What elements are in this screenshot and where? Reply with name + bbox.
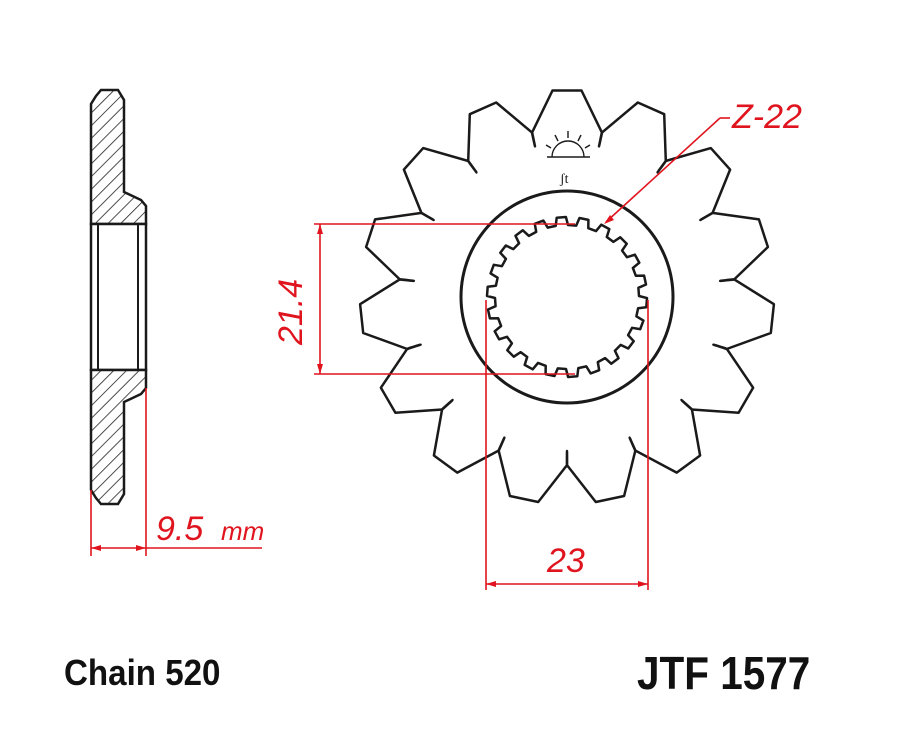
part-number-label: JTF 1577 — [637, 647, 811, 699]
jt-logo-icon: ʃt — [545, 131, 591, 187]
hub-height-label: 21.4 — [272, 279, 310, 346]
section-bore — [89, 222, 148, 372]
dimension-lines — [90, 117, 730, 590]
hub-circle — [459, 189, 675, 405]
thickness-unit-label: mm — [221, 516, 264, 546]
side-section-view — [89, 88, 148, 506]
svg-text:ʃt: ʃt — [559, 172, 569, 187]
section-upper — [89, 88, 148, 226]
chain-size-label: Chain 520 — [64, 652, 221, 693]
spline-width-label: 23 — [546, 542, 585, 580]
section-lower — [89, 368, 148, 506]
thickness-label: 9.5 — [156, 510, 203, 548]
teeth-count-label: Z-22 — [731, 98, 802, 136]
spline-bore — [485, 215, 649, 379]
front-view: ʃt — [358, 89, 776, 504]
